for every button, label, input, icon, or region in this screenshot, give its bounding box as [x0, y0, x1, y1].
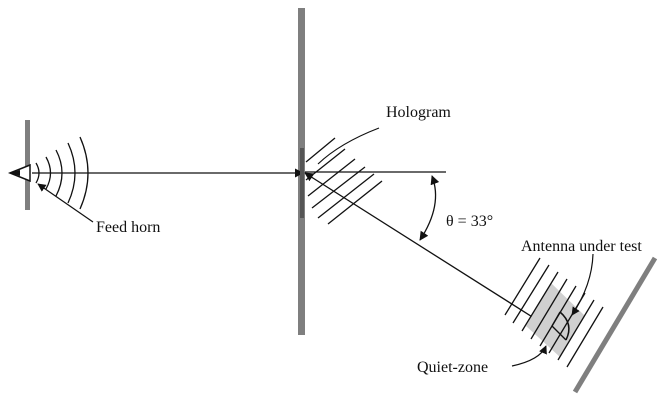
- angle-arc: [419, 175, 440, 241]
- wavefront: [305, 148, 346, 181]
- feed-horn-pointer: [37, 183, 94, 223]
- hologram-pointer: [317, 127, 380, 165]
- diffracted-ray: [304, 172, 546, 326]
- feed-horn-tip-icon: [10, 170, 20, 176]
- wavefront: [530, 278, 568, 340]
- wavefront: [557, 299, 595, 361]
- wavefront: [512, 264, 550, 324]
- wavefront: [305, 137, 336, 163]
- antenna-under-test-label: Antenna under test: [521, 238, 642, 255]
- wavefront: [521, 271, 559, 332]
- wavefront: [327, 180, 383, 225]
- antenna-under-test-icon: [551, 311, 570, 341]
- feed-horn-label: Feed horn: [96, 219, 160, 236]
- hologram-label: Hologram: [386, 104, 451, 121]
- wavefront: [504, 257, 541, 316]
- back-wall: [572, 256, 658, 394]
- quiet-zone-label: Quiet-zone: [417, 359, 488, 376]
- angle-label: θ = 33°: [446, 213, 493, 230]
- wavefront: [566, 306, 604, 368]
- feed-mount-bar: [25, 120, 30, 210]
- quiet-zone-pointer: [511, 345, 547, 367]
- hologram-surface: [300, 148, 304, 218]
- antenna-pointer: [571, 253, 594, 316]
